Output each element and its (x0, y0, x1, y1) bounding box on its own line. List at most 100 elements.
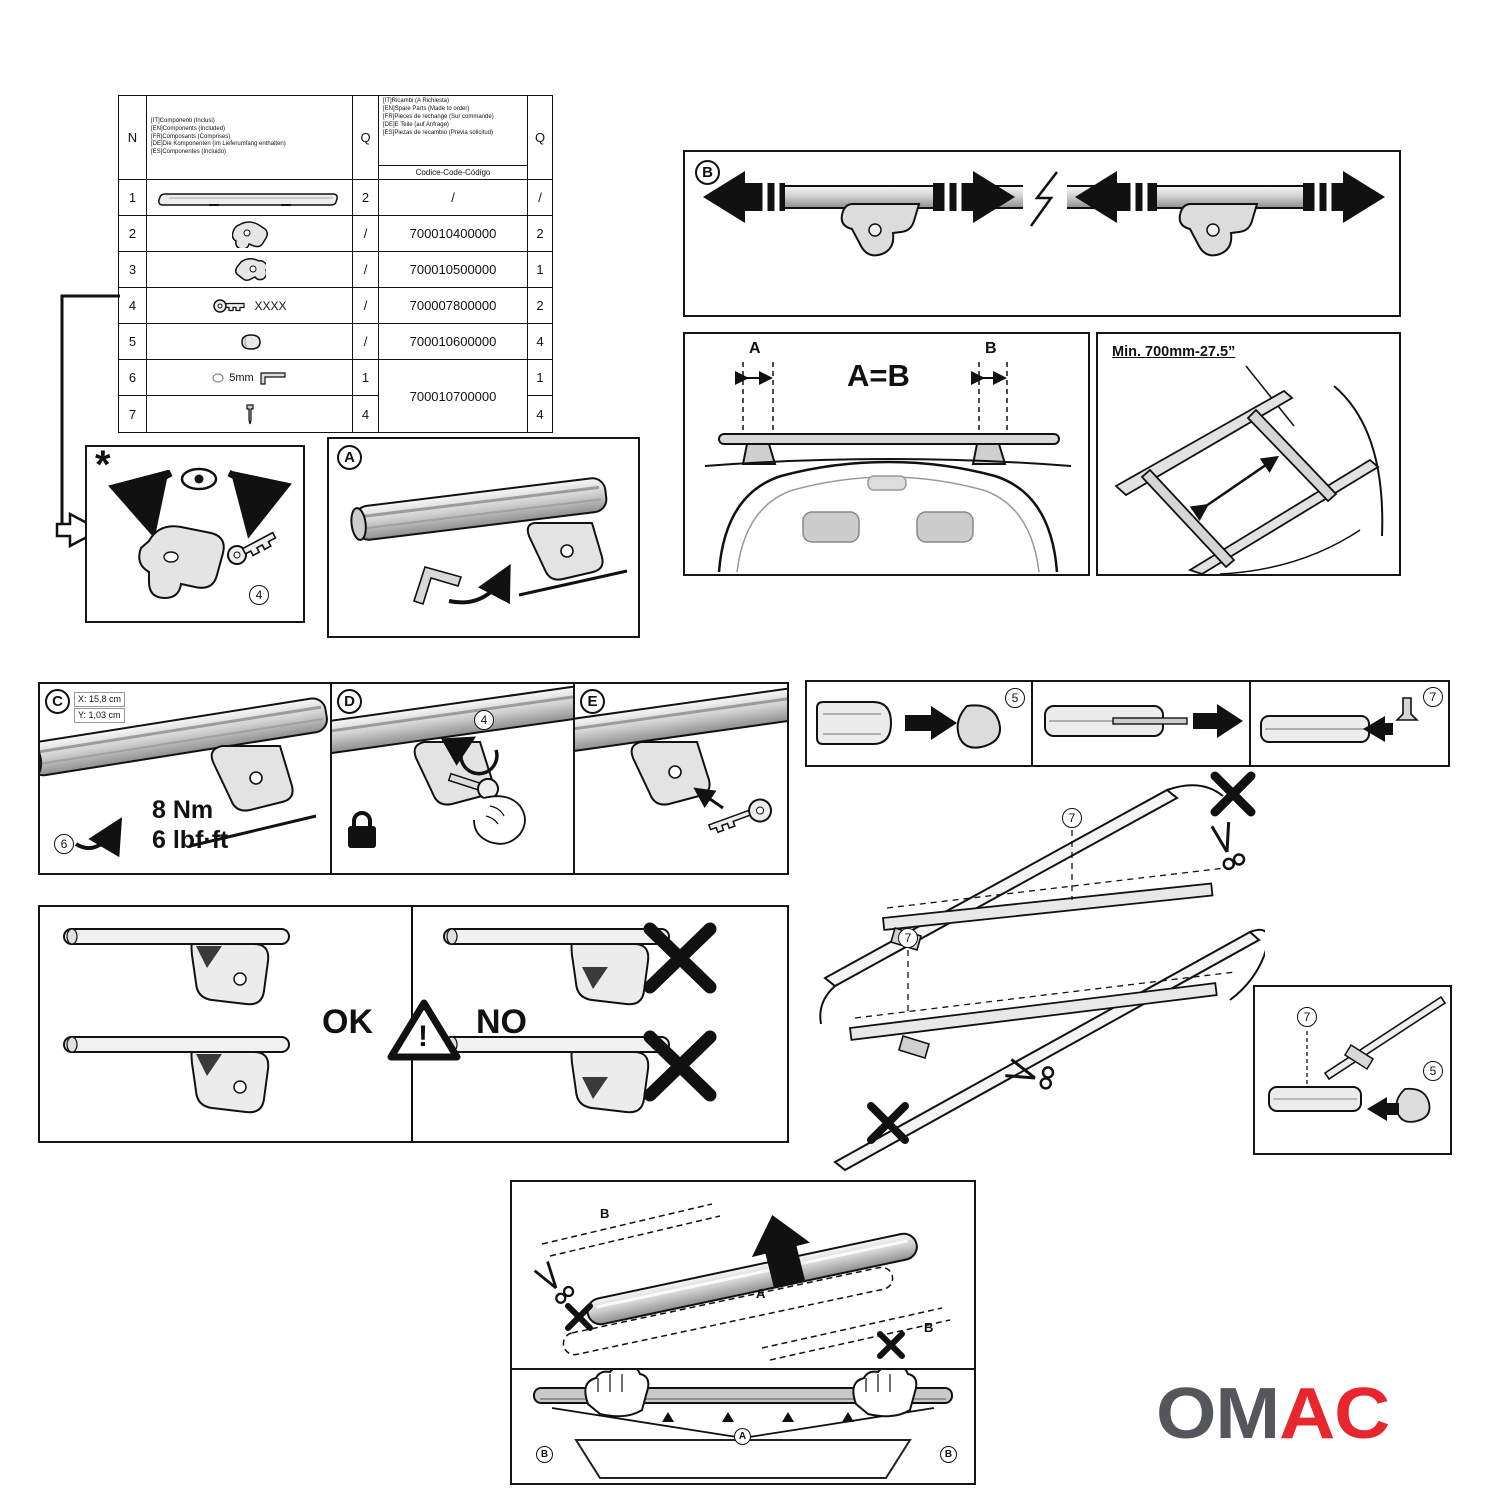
included-line-it: [IT]Componenti (Inclusi) (151, 117, 215, 124)
equal-spacing-drawing (704, 362, 1072, 573)
turn-key-arrow-icon (440, 736, 499, 776)
slide-left-arrow-icon-2 (1075, 171, 1157, 223)
part-ref-4b: 4 (474, 710, 494, 730)
turn-arrow-icon (448, 563, 511, 605)
end-cap-insert-panel: 5 (805, 680, 1033, 767)
torque-lbfft-label: 6 lbf·ft (152, 826, 229, 854)
code-label: Codice-Code-Código (379, 165, 527, 179)
spare-line-de: [DE]E Teile (auf Anfrage) (383, 121, 449, 128)
clamp-foot-icon (231, 220, 268, 248)
row-3-code: 700010500000 (379, 252, 528, 288)
row-5-n: 5 (119, 324, 147, 360)
omac-logo: OMAC (1156, 1378, 1390, 1450)
included-line-es: [ES]Componentes (Incluido) (151, 149, 227, 156)
col-q2-header: Q (528, 96, 552, 180)
hex-size-icon (212, 372, 224, 383)
padlock-icon (348, 811, 376, 848)
row-4-qty: / (353, 288, 379, 324)
cross-bar-rear (1246, 408, 1338, 503)
roof-rail-line (189, 814, 317, 848)
row-5-part (147, 324, 353, 360)
x-mark-icon (643, 1030, 717, 1102)
torque-drawing (40, 697, 328, 858)
x-mark-icon (643, 922, 717, 994)
col-n-header: N (119, 96, 147, 180)
row-1-spare: / (528, 180, 552, 216)
end-cap (956, 704, 1001, 749)
cross-bar-upper (882, 882, 1214, 931)
ghost-bar (562, 1266, 894, 1356)
key-icon (213, 298, 246, 313)
min-spacing-panel: Min. 700mm-27.5” (1096, 332, 1401, 576)
row-2-n: 2 (119, 216, 147, 252)
row-1-n: 1 (119, 180, 147, 216)
part-ref-7-detail: 7 (1297, 1007, 1317, 1027)
hand-left (584, 1370, 650, 1418)
rotate-left-arrow-icon (108, 469, 173, 539)
ok-clamp-top (63, 928, 290, 1006)
warning-exclamation: ! (418, 1020, 428, 1053)
included-line-de: [DE]Die Komponenten (im Lieferumfang ent… (151, 141, 286, 148)
no-clamp-top (443, 922, 717, 1006)
foot-clamp-right (1178, 203, 1259, 257)
part-ref-4: 4 (249, 585, 269, 605)
panel-c-badge: C (45, 689, 70, 714)
lock-drawing (332, 684, 573, 848)
cap-stud-detail-panel: 7 5 (1253, 985, 1452, 1155)
hands-a-badge: A (734, 1428, 751, 1445)
row-1-qty: 2 (353, 180, 379, 216)
row-4-n: 4 (119, 288, 147, 324)
included-line-en: [EN]Components (Included) (151, 125, 226, 132)
spare-line-it: [IT]Ricambi (A Richiesta) (383, 98, 450, 104)
col-included-header: [IT]Componenti (Inclusi) [EN]Components … (147, 96, 353, 180)
foot-clamp-left (840, 203, 921, 257)
ok-no-drawing (63, 907, 717, 1141)
mirror (867, 475, 907, 491)
roof-line (704, 458, 1072, 467)
part-ref-7-rail-top: 7 (1062, 808, 1082, 828)
row-6-qty: 1 (353, 360, 379, 396)
y-dimension-label: Y: 1,03 cm (74, 708, 125, 723)
strip-arrow-icon (74, 817, 123, 858)
cross-bar (586, 1232, 918, 1326)
dim-a-label: A (749, 340, 761, 357)
x-mark-icon (867, 1102, 909, 1144)
row-3-qty: / (353, 252, 379, 288)
lift-arrow-icon (751, 1214, 811, 1289)
equal-spacing-panel: A B A=B (683, 332, 1090, 576)
row-6-n: 6 (119, 360, 147, 396)
rail-cutting-illustration (819, 771, 1265, 1172)
bar-slide-panel-b: B (683, 150, 1401, 317)
row-3-n: 3 (119, 252, 147, 288)
row-1-code: / (379, 180, 528, 216)
insert-arrow-icon (1363, 716, 1393, 742)
row-5-code: 700010600000 (379, 324, 528, 360)
row-7-spare: 4 (528, 396, 552, 432)
panel-e-badge: E (580, 689, 605, 714)
x-mark-icon (565, 1303, 593, 1331)
foot-lower (898, 1034, 930, 1060)
clamp-bracket-icon (234, 257, 266, 281)
insert-arrow-icon (905, 706, 957, 740)
bar-assembly-panel-a: A (327, 437, 640, 638)
torque-nm-label: 8 Nm (152, 796, 214, 824)
rotate-right-arrow-icon (227, 469, 292, 539)
bar-install-panel: B A B (510, 1180, 976, 1370)
end-cap-icon (240, 333, 261, 350)
bar-slide-drawing (703, 171, 1385, 257)
hand-drawing (473, 795, 526, 845)
bar-end-profile (816, 701, 893, 745)
allen-key-icon (260, 371, 286, 385)
x-dimension-label: X: 15,8 cm (74, 692, 126, 707)
row-7-n: 7 (119, 396, 147, 432)
rail-end-blade (1229, 928, 1265, 1001)
dim-b-label: B (985, 340, 997, 357)
row-7-part (147, 396, 353, 432)
rod-slide-panel (1031, 680, 1251, 767)
stud-insert-panel: 7 (1249, 680, 1450, 767)
install-a-label: A (756, 1286, 766, 1301)
bar-install-drawing (533, 1203, 951, 1361)
insert-arrow-icon (1367, 1097, 1399, 1121)
x-mark-icon (877, 1331, 905, 1359)
rear-window-outline (574, 1439, 912, 1479)
